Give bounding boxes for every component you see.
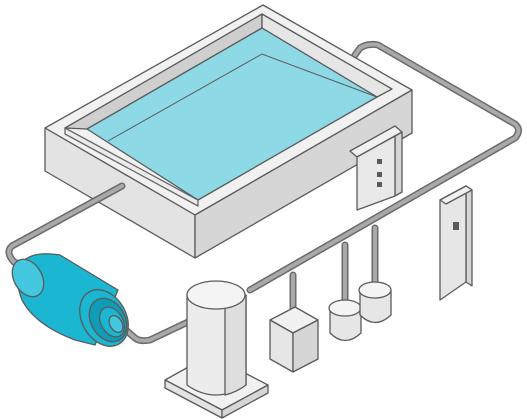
- filter-left-cap: [11, 258, 45, 298]
- pool-water-line: [107, 53, 378, 142]
- filter-outlet: [108, 314, 124, 334]
- control-panel: [349, 125, 403, 211]
- chemical-tank-left: [328, 299, 362, 342]
- control-light-icon: [377, 159, 382, 164]
- pool-basin: [44, 4, 413, 259]
- control-button-icon: [377, 172, 382, 177]
- chemical-tank-right: [358, 281, 392, 324]
- pool-inner-front-left: [64, 127, 199, 207]
- sensor-rod: [439, 185, 473, 301]
- control-panel-front: [356, 135, 396, 211]
- pump-tank-top: [186, 280, 246, 310]
- dosing-lines: [289, 224, 379, 314]
- sensor-indicator-icon: [453, 222, 459, 230]
- filter-to-pump-pipe: [116, 318, 192, 345]
- control-switch-icon: [377, 182, 382, 187]
- feed-pipe: [5, 182, 126, 272]
- cartridge-filter: [11, 253, 129, 347]
- pool-front-right-wall: [194, 89, 413, 259]
- pump: [164, 280, 269, 419]
- dosing-box: [269, 306, 319, 373]
- return-pipe: [246, 40, 522, 294]
